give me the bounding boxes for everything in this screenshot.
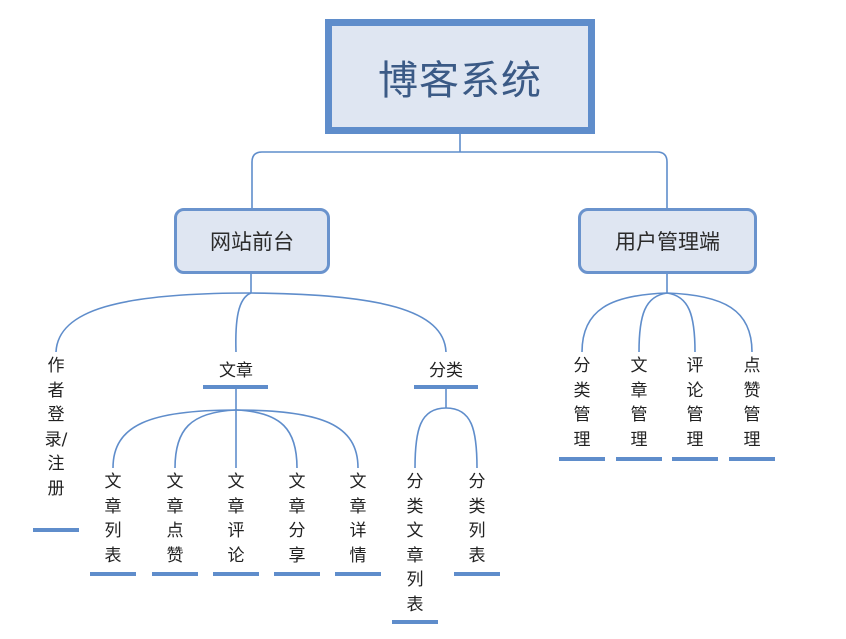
connector-admin-to-comment (666, 292, 696, 353)
node-article-detail-underline (335, 572, 381, 576)
node-like-mgmt[interactable]: 点赞管理 (743, 356, 761, 450)
node-author-login[interactable]: 作者登录/注册 (44, 356, 68, 499)
node-category-list-underline (454, 572, 500, 576)
node-article-like-underline (152, 572, 198, 576)
connector-admin-to-article (638, 292, 668, 353)
node-article-comment-underline (213, 572, 259, 576)
node-admin-label: 用户管理端 (615, 230, 720, 254)
connector-admin-to-like (666, 292, 753, 353)
node-article-mgmt[interactable]: 文章管理 (630, 356, 648, 450)
connector-frontend-to-article (235, 292, 252, 353)
connector-article-to-list (112, 409, 237, 469)
node-category-article-list-underline (392, 620, 438, 624)
node-article-underline (203, 385, 268, 389)
connector-root-to-frontend (251, 151, 460, 208)
node-article-list-underline (90, 572, 136, 576)
node-article[interactable]: 文章 (219, 361, 253, 381)
connector-root-to-admin (460, 151, 668, 208)
node-category-underline (414, 385, 478, 389)
node-article-mgmt-underline (616, 457, 662, 461)
connector-category-to-articlelist (414, 407, 447, 469)
connector-frontend-to-category (250, 292, 447, 353)
node-article-list[interactable]: 文章列表 (104, 472, 122, 566)
node-category[interactable]: 分类 (429, 361, 463, 381)
connector-article-to-detail (235, 409, 359, 469)
connector-admin-to-category (581, 292, 668, 353)
root-node[interactable]: 博客系统 (325, 19, 595, 134)
node-article-detail[interactable]: 文章详情 (349, 472, 367, 566)
node-comment-mgmt[interactable]: 评论管理 (686, 356, 704, 450)
node-admin[interactable]: 用户管理端 (578, 208, 757, 274)
node-category-mgmt[interactable]: 分类管理 (573, 356, 591, 450)
node-author-login-underline (33, 528, 79, 532)
connector-article-to-share (235, 409, 298, 469)
node-article-share[interactable]: 文章分享 (288, 472, 306, 566)
node-article-like[interactable]: 文章点赞 (166, 472, 184, 566)
root-title: 博客系统 (378, 57, 542, 104)
node-article-comment[interactable]: 文章评论 (227, 472, 245, 566)
node-like-mgmt-underline (729, 457, 775, 461)
node-category-mgmt-underline (559, 457, 605, 461)
connector-category-to-list (445, 407, 478, 469)
node-frontend[interactable]: 网站前台 (174, 208, 330, 274)
node-article-share-underline (274, 572, 320, 576)
node-frontend-label: 网站前台 (210, 230, 294, 254)
connector-article-to-like (174, 409, 237, 469)
node-category-article-list[interactable]: 分类文章列表 (406, 472, 424, 615)
connector-frontend-to-login (55, 292, 252, 353)
node-category-list[interactable]: 分类列表 (468, 472, 486, 566)
node-comment-mgmt-underline (672, 457, 718, 461)
